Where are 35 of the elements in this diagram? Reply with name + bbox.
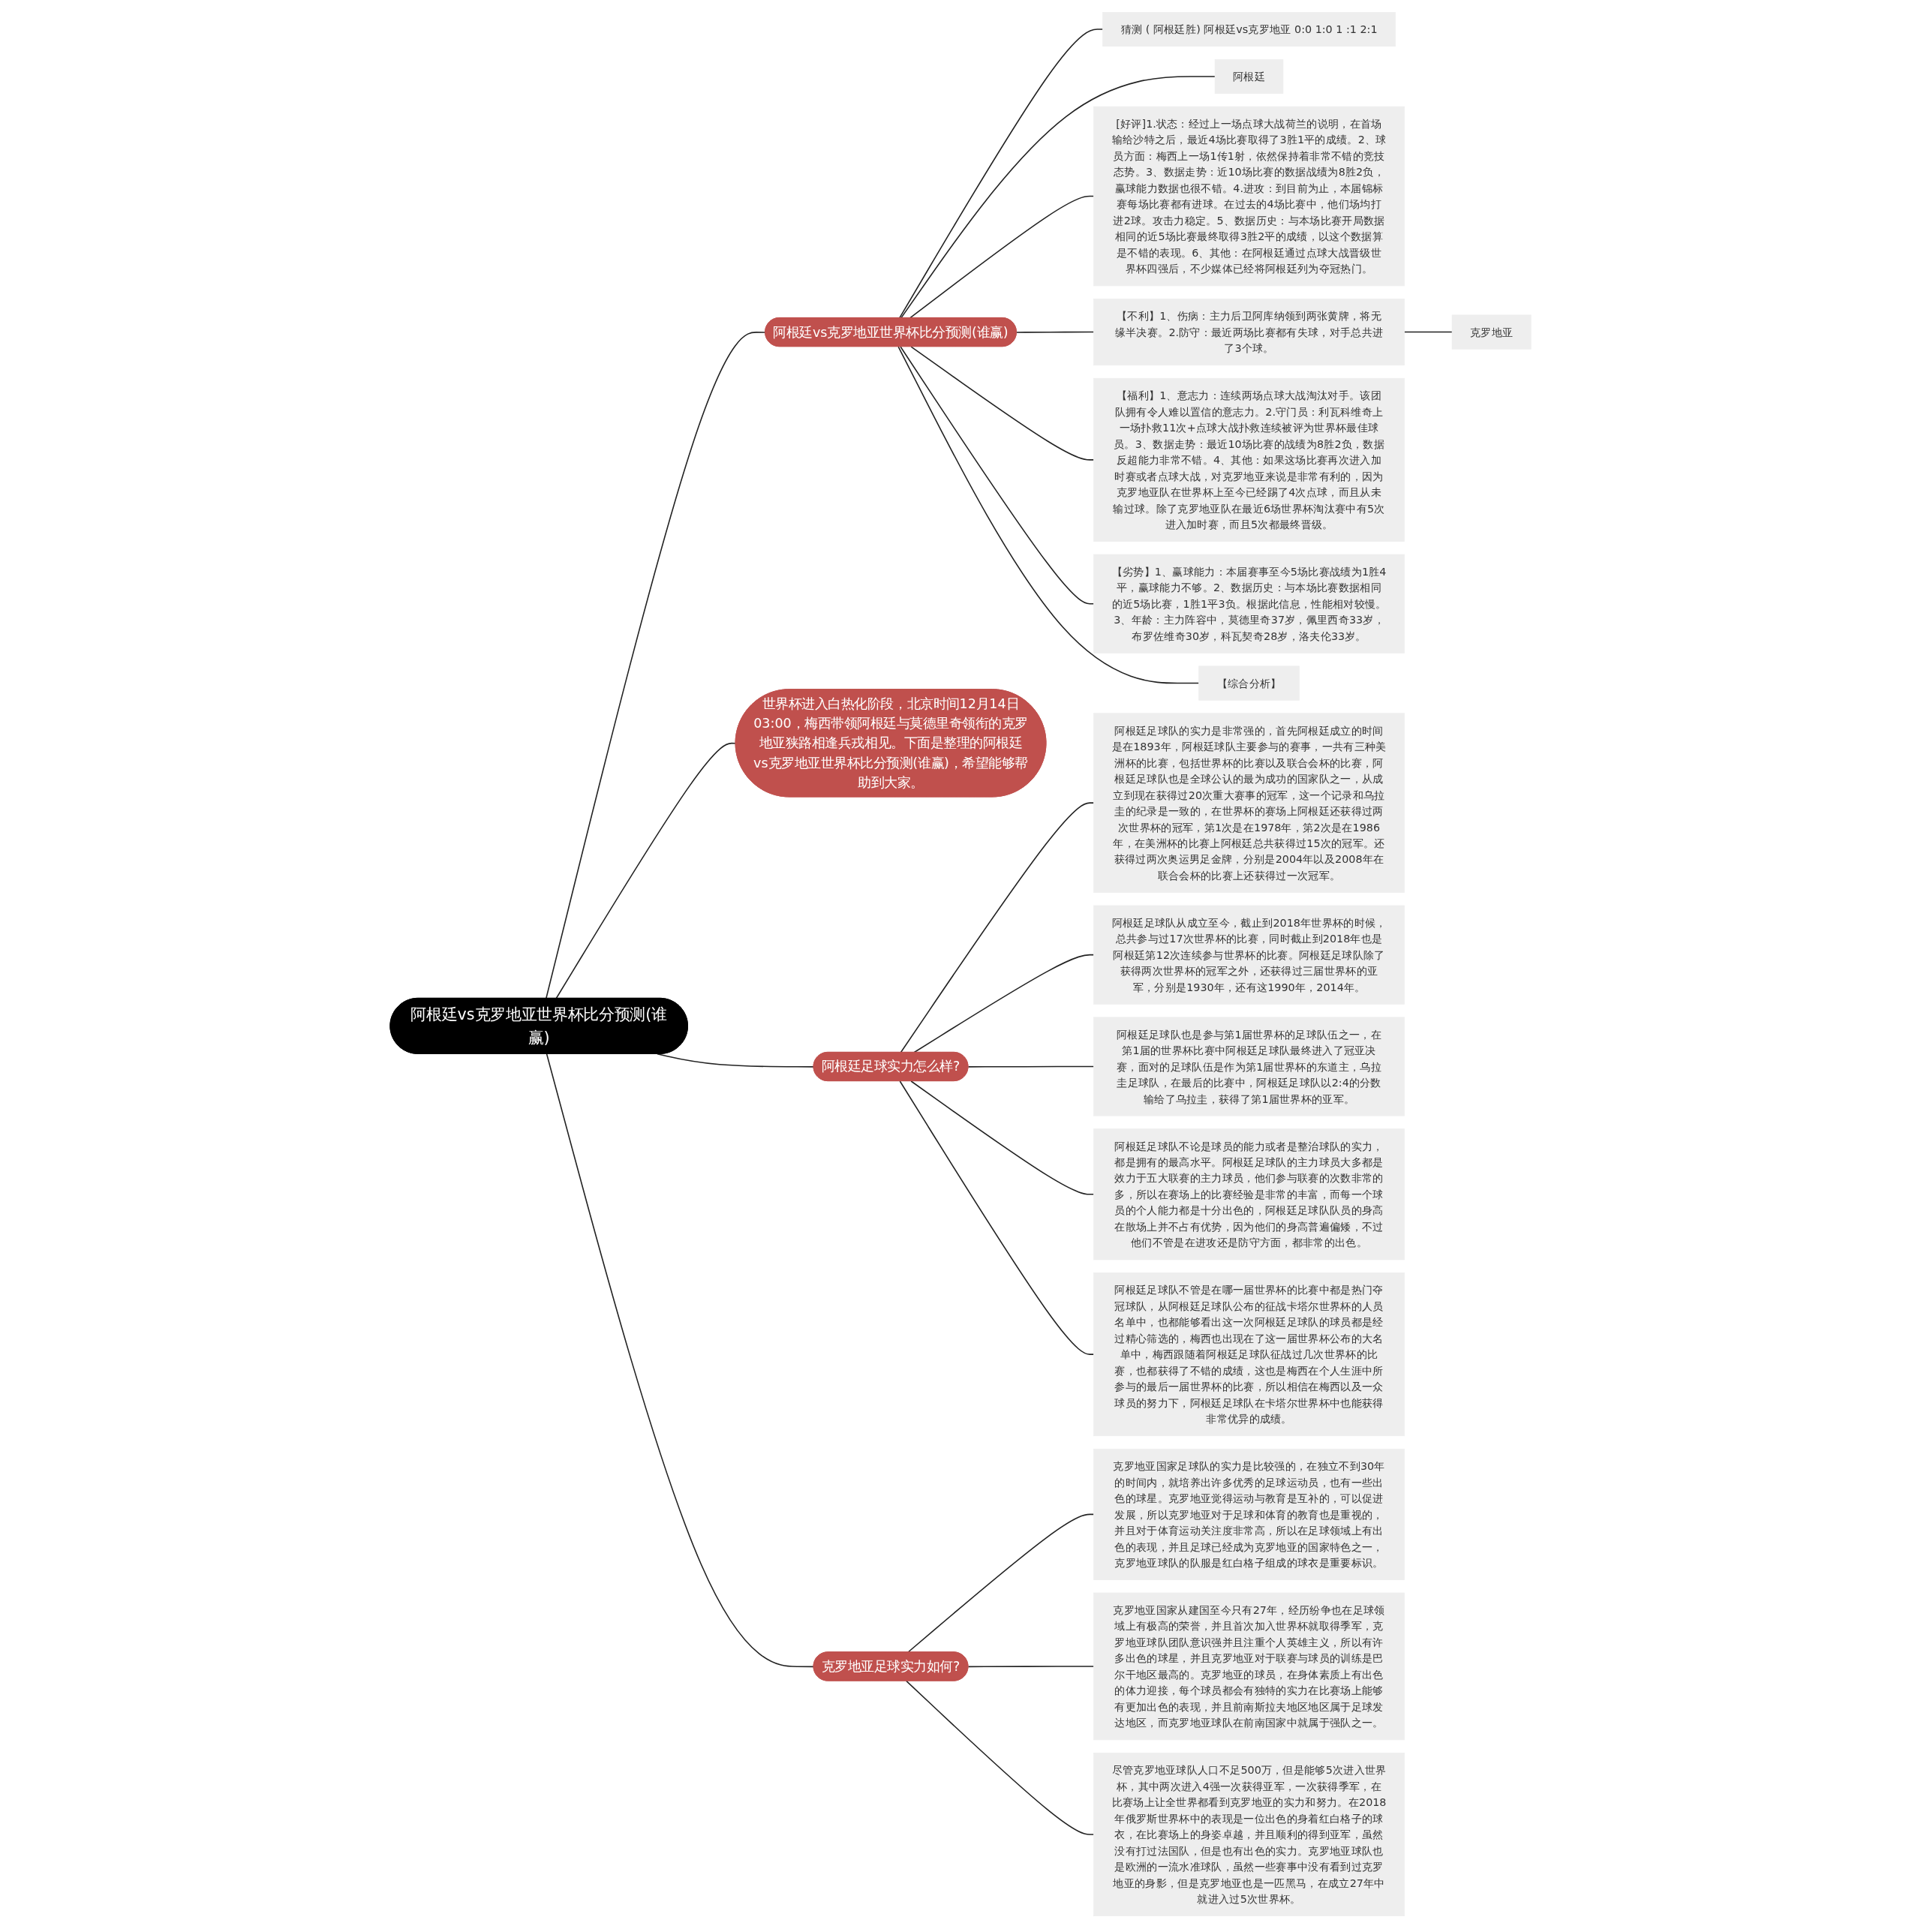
connector bbox=[910, 346, 1095, 461]
connector bbox=[967, 1666, 1095, 1668]
node-box: 猜测 ( 阿根廷胜) 阿根廷vs克罗地亚 0:0 1:0 1 :1 2:1 bbox=[1102, 11, 1396, 47]
node-box: 阿根廷足球队也是参与第1届世界杯的足球队伍之一，在第1届的世界杯比赛中阿根廷足球队最终进入了冠亚决赛，面对的足球队伍是作为第1届世界杯的东道主，乌拉圭足球队，在最后的比赛中，阿根廷足球队以2:4的分数输给了乌拉圭，获得了第1届世界杯的亚军。 bbox=[1093, 1017, 1405, 1116]
connector bbox=[905, 1680, 1095, 1835]
connector bbox=[546, 1053, 815, 1668]
connector bbox=[900, 802, 1095, 1053]
connector bbox=[910, 1080, 1095, 1195]
node-box: 阿根廷足球队不管是在哪一届世界杯的比赛中都是热门夺冠球队，从阿根廷足球队公布的征战卡塔尔世界杯的人员名单中，也都能够看出这一次阿根廷足球队的球员都是经过精心筛选的，梅西也出现在了这一届世界杯公布的大名单中，梅西跟随着阿根廷足球队征战过几次世界杯的比赛，也都获得了不错的成绩，这也是梅西在个人生涯中所参与的最后一届世界杯的比赛，所以相信在梅西以及一众球员的努力下，阿根廷足球队在卡塔尔世界杯中也能获得非常优异的成绩。 bbox=[1093, 1272, 1405, 1437]
node-box: 克罗地亚国家从建国至今只有27年，经历纷争也在足球领域上有极高的荣誉，并且首次加入世界杯就取得季军，克罗地亚球队团队意识强并且注重个人英雄主义，所以有许多出色的球星，并且克罗地亚对于联赛与球员的训练是巴尔干地区最高的。克罗地亚的球员，在身体素质上有出色的体力迎接，每个球员都会有独特的实力在比赛场上能够有更加出色的表现，并且前南斯拉夫地区地区属于足球发达地区，而克罗地亚球队在前南国家中就属于强队之一。 bbox=[1093, 1592, 1405, 1741]
node-box: [好评]1.状态：经过上一场点球大战荷兰的说明，在首场输给沙特之后，最近4场比赛取得了3胜1平的成绩。2、球员方面：梅西上一场1传1射，依然保持着非常不错的竞技态势。3、数据走势：近10场比赛的数据战绩为8胜2负，赢球能力数据也很不错。4.进攻：到目前为止，本届锦标赛每场比赛都有进球。在过去的4场比赛中，他们场均打进2球。攻击力稳定。5、数据历史：与本场比赛开局数据相同的近5场比赛最终取得3胜2平的成绩，以这个数据算是不错的表现。6、其他：在阿根廷通过点球大战晋级世界杯四强后，不少媒体已经将阿根廷列为夺冠热门。 bbox=[1093, 106, 1405, 287]
node-box: 【福利】1、意志力：连续两场点球大战淘汰对手。该团队拥有令人难以置信的意志力。2.守门员：利瓦科维奇上一场扑救11次+点球大战扑救连续被评为世界杯最佳球员。3、数据走势：最近10场比赛的战绩为8胜2负，数据反超能力非常不错。4、其他：如果这场比赛再次进入加时赛或者点球大战，对克罗地亚来说是非常有利的，因为克罗地亚队在世界杯上至今已经踢了4次点球，而且从未输过球。除了克罗地亚队在最近6场世界杯淘汰赛中有5次进入加时赛，而且5次都最终晋级。 bbox=[1093, 377, 1405, 542]
node-box: 克罗地亚 bbox=[1451, 314, 1532, 350]
connector bbox=[909, 195, 1095, 319]
node-box: 阿根廷足球队的实力是非常强的，首先阿根廷成立的时间是在1893年，阿根廷球队主要参与的赛事，一共有三种美洲杯的比赛，包括世界杯的比赛以及联合会杯的比赛，阿根廷足球队也是全球公认的最为成功的国家队之一，从成立到现在获得过20次重大赛事的冠军，这一个记录和乌拉圭的纪录是一致的，在世界杯的赛场上阿根廷还获得过两次世界杯的冠军，第1次是在1978年，第2次是在1986年，在美洲杯的比赛上阿根廷总共获得过15次的冠军。还获得过两次奥运男足金牌，分别是2004年以及2008年在联合会杯的比赛上还获得过一次冠军。 bbox=[1093, 713, 1405, 893]
connector bbox=[900, 76, 1216, 319]
connector bbox=[657, 1053, 815, 1068]
connector bbox=[967, 1065, 1095, 1068]
node-box: 【不利】1、伤病：主力后卫阿库纳领到两张黄牌，将无缘半决赛。2.防守：最近两场比赛都有失球，对手总共进了3个球。 bbox=[1093, 299, 1405, 366]
connector bbox=[555, 742, 737, 999]
connector bbox=[1015, 331, 1095, 333]
node-box: 阿根廷足球队从成立至今，截止到2018年世界杯的时候，总共参与过17次世界杯的比赛，同时截止到2018年也是阿根廷第12次连续参与世界杯的比赛。阿根廷足球队除了获得两次世界杯的冠军之外，还获得过三届世界杯的亚军，分别是1930年，还有这1990年，2014年。 bbox=[1093, 905, 1405, 1005]
connector bbox=[897, 346, 1200, 684]
node-box: 【综合分析】 bbox=[1198, 666, 1300, 701]
connector bbox=[913, 954, 1095, 1053]
connector bbox=[900, 346, 1095, 605]
node-box: 尽管克罗地亚球队人口不足500万，但是能够5次进入世界杯，其中两次进入4强一次获得亚军，一次获得季军，在比赛场上让全世界都看到克罗地亚的实力和努力。在2018年俄罗斯世界杯中的表现是一位出色的身着红白格子的球衣，在比赛场上的身姿卓越，并且顺利的得到亚军，虽然没有打过法国队，但是也有出色的实力。克罗地亚球队也是欧洲的一流水准球队，虽然一些赛事中没有看到过克罗地亚的身影，但是克罗地亚也是一匹黑马，在成立27年中就进入过5次世界杯。 bbox=[1093, 1752, 1405, 1917]
connector bbox=[899, 1080, 1095, 1355]
connector bbox=[898, 29, 1104, 319]
node-box: 阿根廷 bbox=[1214, 59, 1284, 94]
connector bbox=[1403, 331, 1453, 333]
node-box: 克罗地亚国家足球队的实力是比较强的，在独立不到30年的时间内，就培养出许多优秀的足球运动员，也有一些出色的球星。克罗地亚觉得运动与教育是互补的，可以促进发展，所以克罗地亚对于足球和体育的教育也是重视的，并且对于体育运动关注度非常高，所以在足球领域上有出色的表现，并且足球已经成为克罗地亚的国家特色之一，克罗地亚球队的队服是红白格子组成的球衣是重要标识。 bbox=[1093, 1448, 1405, 1580]
node-box: 【劣势】1、赢球能力：本届赛事至今5场比赛战绩为1胜4平，赢球能力不够。2、数据历史：与本场比赛数据相同的近5场比赛，1胜1平3负。根据此信息，性能相对较慢。3、年龄：主力阵容中，莫德里奇37岁，佩里西奇33岁，布罗佐维奇30岁，科瓦契奇28岁，洛夫伦33岁。 bbox=[1093, 554, 1405, 654]
node-box: 阿根廷足球队不论是球员的能力或者是整治球队的实力，都是拥有的最高水平。阿根廷足球队的主力球员大多都是效力于五大联赛的主力球员，他们参与联赛的次数非常的多，所以在赛场上的比赛经验是非常的丰富，而每一个球员的个人能力都是十分出色的，阿根廷足球队队员的身高在散场上并不占有优势，因为他们的身高普遍偏矮，不过他们不管是在进攻还是防守方面，都非常的出色。 bbox=[1093, 1128, 1405, 1260]
connector bbox=[545, 332, 766, 999]
